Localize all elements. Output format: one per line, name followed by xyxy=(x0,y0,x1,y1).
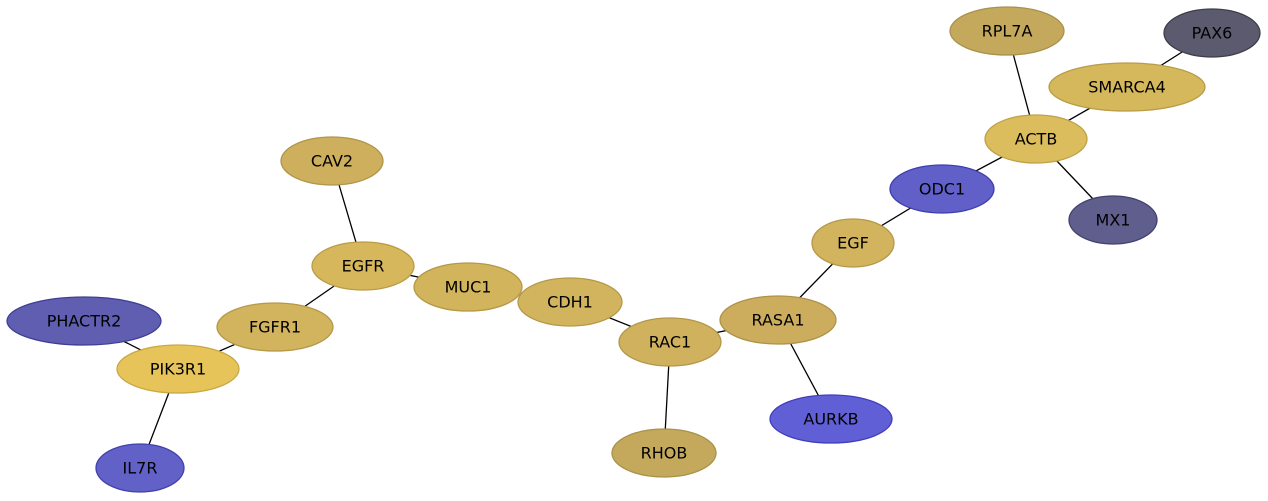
node-shape-egfr xyxy=(311,241,415,291)
node-label-rac1: RAC1 xyxy=(649,333,691,352)
node-shape-rasa1 xyxy=(719,295,837,345)
node-label-rpl7a: RPL7A xyxy=(982,22,1033,41)
node-egf[interactable]: EGF xyxy=(811,218,895,268)
node-shape-rac1 xyxy=(618,317,722,367)
node-shape-odc1 xyxy=(889,164,995,214)
node-shape-cdh1 xyxy=(517,277,623,327)
node-label-cdh1: CDH1 xyxy=(547,293,593,312)
node-aurkb[interactable]: AURKB xyxy=(769,394,893,444)
node-actb[interactable]: ACTB xyxy=(984,114,1088,164)
node-shape-mx1 xyxy=(1068,195,1158,245)
node-label-actb: ACTB xyxy=(1015,130,1058,149)
node-label-phactr2: PHACTR2 xyxy=(47,312,122,331)
node-label-fgfr1: FGFR1 xyxy=(249,318,301,337)
edge-layer xyxy=(83,30,1213,469)
node-label-muc1: MUC1 xyxy=(445,278,492,297)
node-shape-pax6 xyxy=(1163,8,1261,58)
node-rhob[interactable]: RHOB xyxy=(611,428,717,478)
node-smarca4[interactable]: SMARCA4 xyxy=(1048,62,1206,112)
node-label-aurkb: AURKB xyxy=(803,410,858,429)
node-cav2[interactable]: CAV2 xyxy=(280,136,384,186)
node-pax6[interactable]: PAX6 xyxy=(1163,8,1261,58)
node-shape-aurkb xyxy=(769,394,893,444)
node-mx1[interactable]: MX1 xyxy=(1068,195,1158,245)
node-label-pik3r1: PIK3R1 xyxy=(150,360,206,379)
node-shape-cav2 xyxy=(280,136,384,186)
node-label-egf: EGF xyxy=(837,234,869,253)
node-shape-smarca4 xyxy=(1048,62,1206,112)
node-pik3r1[interactable]: PIK3R1 xyxy=(116,344,240,394)
node-shape-muc1 xyxy=(413,262,523,312)
node-shape-il7r xyxy=(95,443,185,493)
node-label-smarca4: SMARCA4 xyxy=(1088,78,1166,97)
node-odc1[interactable]: ODC1 xyxy=(889,164,995,214)
node-label-mx1: MX1 xyxy=(1096,211,1131,230)
node-rac1[interactable]: RAC1 xyxy=(618,317,722,367)
node-shape-phactr2 xyxy=(6,296,162,346)
node-muc1[interactable]: MUC1 xyxy=(413,262,523,312)
node-rasa1[interactable]: RASA1 xyxy=(719,295,837,345)
node-shape-actb xyxy=(984,114,1088,164)
node-shape-fgfr1 xyxy=(216,302,334,352)
node-shape-rpl7a xyxy=(949,6,1065,56)
node-phactr2[interactable]: PHACTR2 xyxy=(6,296,162,346)
node-shape-rhob xyxy=(611,428,717,478)
node-label-rhob: RHOB xyxy=(641,444,688,463)
node-egfr[interactable]: EGFR xyxy=(311,241,415,291)
node-fgfr1[interactable]: FGFR1 xyxy=(216,302,334,352)
node-label-rasa1: RASA1 xyxy=(752,311,805,330)
node-shape-egf xyxy=(811,218,895,268)
node-il7r[interactable]: IL7R xyxy=(95,443,185,493)
node-label-pax6: PAX6 xyxy=(1192,24,1233,43)
node-label-il7r: IL7R xyxy=(123,459,158,478)
node-label-cav2: CAV2 xyxy=(311,152,353,171)
node-rpl7a[interactable]: RPL7A xyxy=(949,6,1065,56)
node-label-odc1: ODC1 xyxy=(919,180,965,199)
node-cdh1[interactable]: CDH1 xyxy=(517,277,623,327)
node-label-egfr: EGFR xyxy=(342,257,385,276)
node-shape-pik3r1 xyxy=(116,344,240,394)
